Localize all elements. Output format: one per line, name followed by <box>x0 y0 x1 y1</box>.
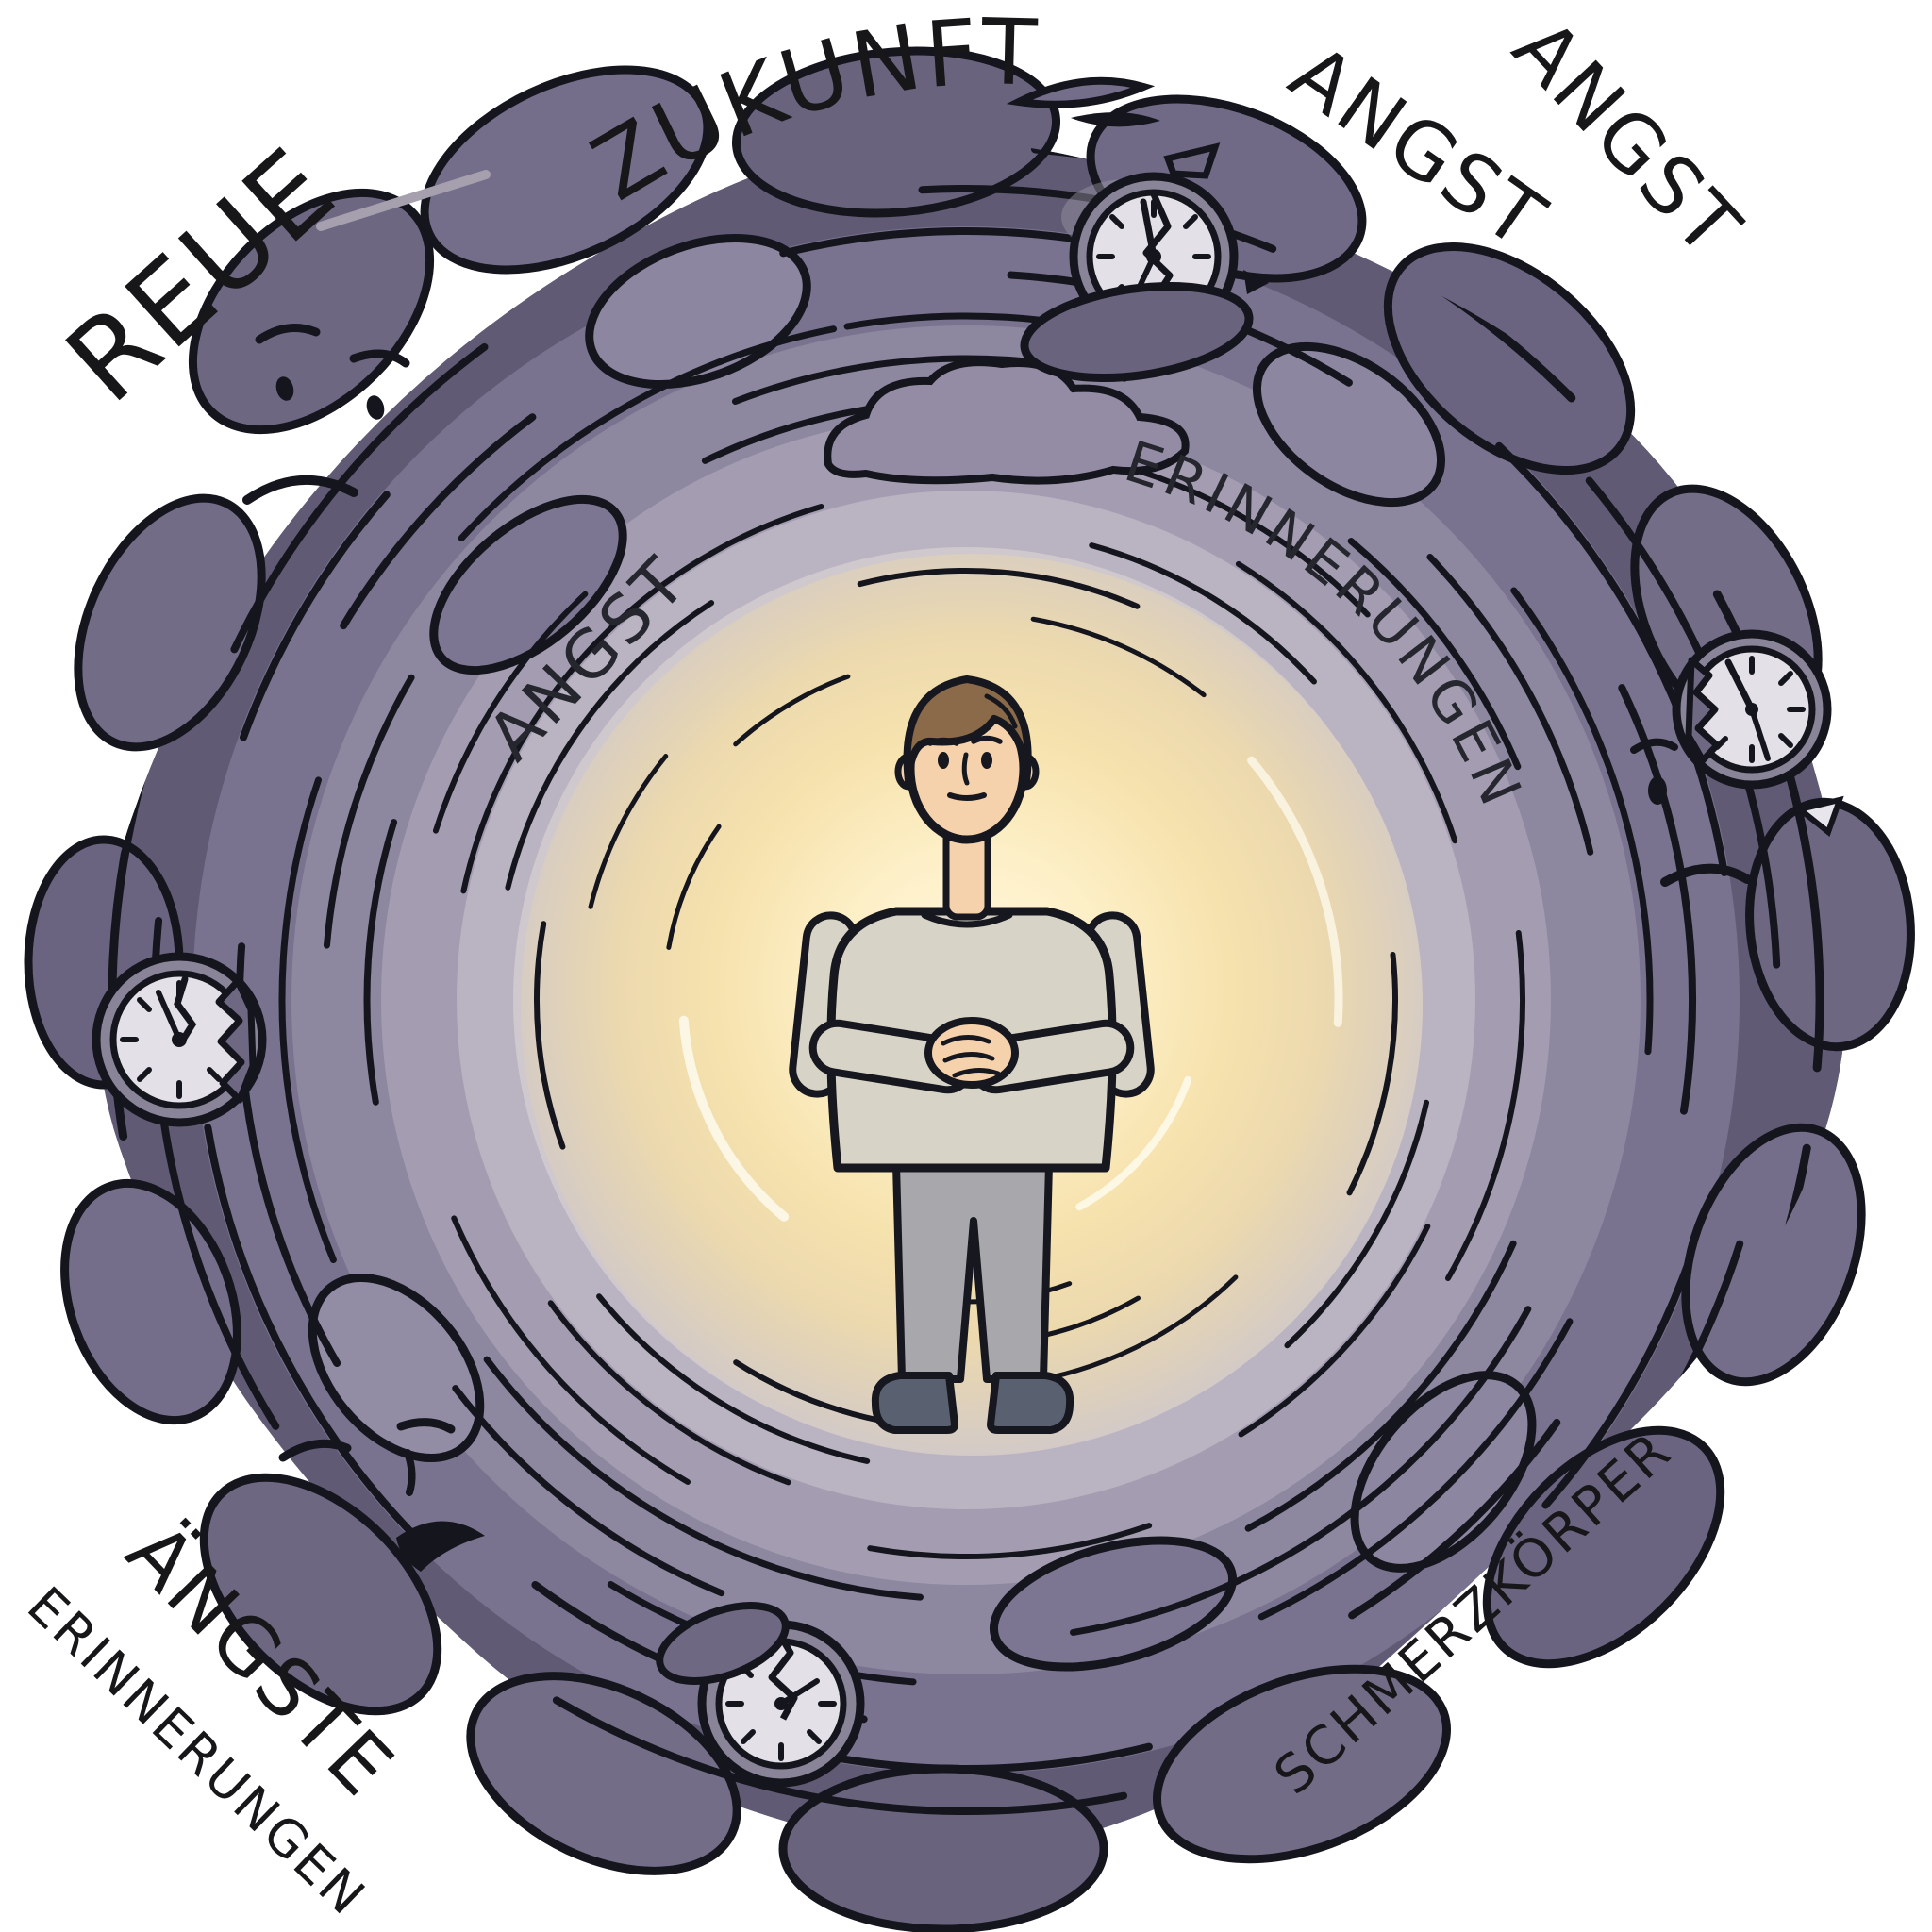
cloud-bump <box>1681 1123 1866 1387</box>
person-shoe-left <box>871 1372 958 1434</box>
cloud-bump <box>778 1764 1108 1932</box>
clock-ticks <box>120 980 222 1099</box>
swirl-arc <box>407 441 1525 1559</box>
angry-eye <box>1648 776 1667 805</box>
broken-clock-top <box>1020 172 1254 383</box>
angry-brow <box>278 1439 352 1462</box>
swirl-arc <box>661 695 1271 1305</box>
cloud-bump <box>1153 1664 1451 1864</box>
clock-bite <box>1685 657 1721 764</box>
inner-cloud <box>824 358 1190 485</box>
clock-minute-hand <box>174 975 197 1043</box>
cloud-bump <box>74 493 266 752</box>
clock-hub <box>1146 249 1161 264</box>
cloud-lump <box>1350 1371 1537 1573</box>
person-mouth <box>947 792 987 801</box>
storm-band-light1 <box>457 491 1475 1509</box>
swirl-arc <box>151 185 1781 1815</box>
angry-cloud-face-top-left <box>242 324 410 505</box>
swirl-arc <box>534 568 1398 1432</box>
angry-cloud-face-bottom-left <box>278 1418 485 1572</box>
person-eye-right <box>981 752 992 769</box>
cloud-bump <box>188 188 435 435</box>
person-eye-left <box>938 752 949 769</box>
angry-cloud-face-right <box>1630 738 1844 887</box>
debris-chip <box>1163 142 1221 179</box>
clock-bite <box>215 977 257 1104</box>
person-shoe-right <box>987 1372 1074 1434</box>
label-angst-top-2: ANGST <box>1495 2 1759 275</box>
highlight-arc <box>589 623 1343 1377</box>
clock-crack <box>768 1623 798 1721</box>
person-brow-left <box>927 737 959 746</box>
swoosh-crescent <box>1006 76 1156 108</box>
cloud-lump <box>429 494 627 675</box>
person-finger-lines <box>941 1035 1001 1078</box>
angry-nose <box>404 1449 416 1496</box>
cloud-highlight-sliver <box>1793 795 1844 837</box>
person-hair-strand <box>984 693 1018 729</box>
angry-brow <box>396 1418 456 1434</box>
cloud-over-clock <box>1020 281 1254 383</box>
calm-person <box>789 675 1155 1434</box>
swoosh-crescent-dark <box>1071 112 1160 127</box>
clock-hub <box>1745 703 1758 716</box>
angry-eye <box>275 376 294 401</box>
cloud-over-clock <box>656 1602 790 1685</box>
cloud-bump <box>466 1672 741 1875</box>
clock-hub <box>774 1697 788 1710</box>
person-brow-right <box>971 735 1003 744</box>
cloud-lump <box>989 1536 1238 1672</box>
swirl-arc <box>576 610 1356 1390</box>
angry-frown <box>1660 863 1752 887</box>
gray-streak <box>316 170 491 231</box>
cloud-bump <box>1383 242 1636 475</box>
cloud-bump <box>420 65 712 275</box>
clock-hour-hand <box>1749 707 1771 761</box>
person-collar <box>921 911 1013 928</box>
angry-brow <box>349 349 410 368</box>
broken-clock-left <box>92 952 267 1127</box>
swirl-arc <box>491 525 1441 1474</box>
clock-minute-hand <box>1724 658 1756 713</box>
swirl-arc <box>278 312 1654 1688</box>
cloud-bump <box>1482 1425 1725 1669</box>
clock-hub <box>172 1032 187 1047</box>
cloud-lump <box>1252 341 1446 508</box>
highlight-arc <box>726 760 1206 1240</box>
cloud-bump <box>731 46 1061 218</box>
swirl-arc <box>193 227 1739 1773</box>
swirl-arc <box>363 397 1569 1603</box>
clock-hour-hand <box>778 1678 820 1707</box>
highlight-arc <box>678 712 1254 1288</box>
clock-hour-hand <box>156 990 182 1042</box>
angry-brow <box>1630 738 1678 754</box>
person-nose <box>961 752 970 786</box>
clock-ticks <box>1714 656 1806 763</box>
swirl-arc <box>619 653 1313 1347</box>
angry-brow <box>255 324 321 344</box>
person-face <box>927 735 1003 801</box>
swirl-arc <box>449 483 1483 1517</box>
angry-eye <box>366 395 385 420</box>
angry-frown <box>396 1521 485 1572</box>
debris-chip <box>1243 270 1269 294</box>
broken-clock-bottom <box>656 1602 865 1788</box>
clock-minute-hand <box>1140 198 1158 260</box>
cloud-lump <box>308 1273 485 1463</box>
swirl-arcs <box>108 142 1824 1849</box>
broken-clock-right <box>1672 629 1832 790</box>
swirl-arc <box>235 269 1696 1730</box>
swirl-arc <box>321 355 1611 1645</box>
angry-frown <box>242 475 358 505</box>
cloud-bump <box>199 1473 442 1716</box>
